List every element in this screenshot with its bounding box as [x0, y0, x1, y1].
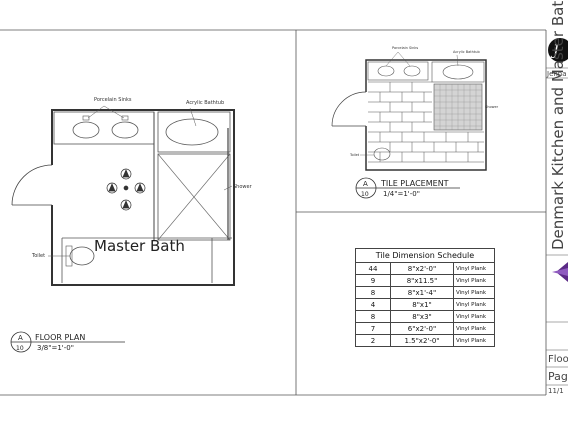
fixture-label-toilet: Toilet: [31, 253, 45, 259]
fixture-label-tub: Acrylic Bathtub: [186, 100, 224, 106]
schedule-material: Vinyl Plank: [453, 310, 495, 323]
designer-logo-icon: J: [548, 38, 568, 62]
schedule-size: 1.5"x2'-0": [390, 334, 454, 347]
view-tag: A 10 FLOOR PLAN 3/8"=1'-0": [10, 331, 125, 353]
tile-placement-plan: Porcelain Sinks Acrylic Bathtub Shower T…: [331, 46, 499, 199]
tile-view-tag-letter: A: [363, 180, 368, 188]
schedule-material: Vinyl Plank: [453, 286, 495, 299]
schedule-material: Vinyl Plank: [453, 298, 495, 311]
sheet-date: 11/1: [548, 387, 564, 395]
schedule-qty: 9: [355, 274, 391, 287]
designer-name: Jenna: [547, 70, 567, 78]
schedule-material: Vinyl Plank: [453, 262, 495, 275]
title-block: J: [546, 38, 568, 386]
sheet-name: Floor: [548, 354, 568, 365]
tile-view-scale: 1/4"=1'-0": [383, 190, 420, 198]
tile-view-title: TILE PLACEMENT: [380, 179, 449, 188]
view-scale: 3/8"=1'-0": [37, 344, 74, 352]
schedule-size: 8"x2'-0": [390, 262, 454, 275]
schedule-qty: 2: [355, 334, 391, 347]
schedule-size: 8"x3": [390, 310, 454, 323]
schedule-qty: 8: [355, 310, 391, 323]
schedule-material: Vinyl Plank: [453, 274, 495, 287]
page-number: Pag: [548, 370, 568, 383]
schedule-material: Vinyl Plank: [453, 334, 495, 347]
schedule-qty: 7: [355, 322, 391, 335]
fixture-label-shower: Shower: [233, 184, 253, 190]
svg-text:J: J: [550, 43, 560, 59]
fixture-label-sinks: Porcelain Sinks: [94, 97, 132, 103]
schedule-qty: 4: [355, 298, 391, 311]
room-name: Master Bath: [94, 237, 185, 255]
tile-label-tub: Acrylic Bathtub: [453, 50, 480, 54]
tile-label-shower: Shower: [485, 105, 499, 109]
schedule-title: Tile Dimension Schedule: [355, 248, 495, 263]
tile-label-toilet: Toilet: [349, 153, 360, 157]
light-fixture-icon: [106, 168, 146, 211]
tile-view-tag-number: 10: [361, 191, 369, 198]
schedule-size: 8"x11.5": [390, 274, 454, 287]
schedule-size: 8"x1": [390, 298, 454, 311]
floor-plan: Porcelain Sinks Acrylic Bathtub Shower T…: [10, 97, 253, 353]
schedule-qty: 44: [355, 262, 391, 275]
view-tag-number: 10: [16, 345, 24, 352]
compass-logo-icon: [552, 262, 568, 282]
view-title: FLOOR PLAN: [35, 333, 85, 342]
view-tag-letter: A: [18, 334, 23, 342]
project-title: Denmark Kitchen and Master Bath Design: [549, 0, 567, 250]
tile-label-sinks: Porcelain Sinks: [392, 46, 418, 50]
tile-view-tag: A 10 TILE PLACEMENT 1/4"=1'-0": [355, 177, 460, 199]
schedule-size: 6"x2'-0": [390, 322, 454, 335]
schedule-qty: 8: [355, 286, 391, 299]
schedule-material: Vinyl Plank: [453, 322, 495, 335]
schedule-size: 8"x1'-4": [390, 286, 454, 299]
